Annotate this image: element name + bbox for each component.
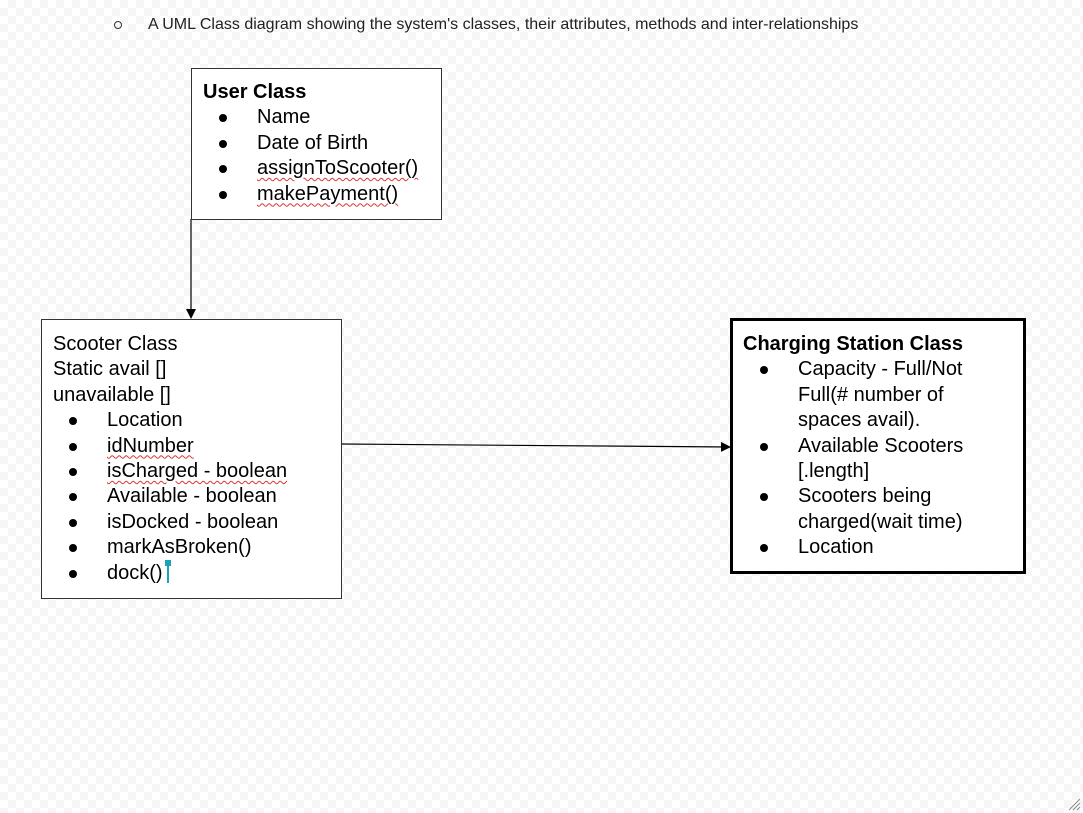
caption-text: A UML Class diagram showing the system's… — [148, 16, 859, 33]
bullet-icon — [69, 417, 77, 426]
scooter-unavailable: unavailable [] — [53, 383, 171, 406]
hollow-circle-icon — [114, 21, 122, 29]
bullet-icon — [219, 190, 227, 199]
bullet-icon — [760, 442, 768, 451]
bullet-icon — [219, 114, 227, 123]
resize-handle-icon[interactable] — [1067, 797, 1081, 811]
list-item: isCharged - boolean — [53, 459, 341, 484]
list-item: idNumber — [53, 434, 341, 459]
text-cursor-icon — [164, 559, 171, 583]
list-item: Available Scooters [.length] — [743, 434, 978, 485]
charging-station-title: Charging Station Class — [743, 333, 964, 355]
bullet-icon — [69, 468, 77, 477]
scooter-class-box[interactable]: Scooter Class Static avail [] unavailabl… — [41, 319, 342, 599]
list-item: Capacity - Full/Not Full(# number of spa… — [743, 357, 978, 433]
diagram-caption: A UML Class diagram showing the system's… — [112, 14, 858, 36]
bullet-icon — [760, 493, 768, 502]
bullet-icon — [219, 139, 227, 148]
list-item: Location — [53, 408, 341, 433]
bullet-icon — [760, 544, 768, 553]
list-item: assignToScooter() — [203, 156, 441, 181]
list-item: Scooters being charged(wait time) — [743, 484, 978, 535]
list-item: markAsBroken() — [53, 535, 341, 560]
list-item: Location — [743, 535, 978, 560]
bullet-icon — [69, 569, 77, 578]
list-item: makePayment() — [203, 182, 441, 207]
list-item: dock() — [53, 559, 341, 586]
list-item: Available - boolean — [53, 484, 341, 509]
bullet-icon — [69, 442, 77, 451]
user-class-title: User Class — [203, 81, 307, 103]
bullet-icon — [69, 518, 77, 527]
scooter-static-avail: Static avail [] — [53, 358, 167, 381]
bullet-icon — [219, 165, 227, 174]
bullet-icon — [69, 493, 77, 502]
user-class-box[interactable]: User Class Name Date of Birth assignToSc… — [191, 68, 442, 220]
charging-station-class-box[interactable]: Charging Station Class Capacity - Full/N… — [730, 318, 1026, 574]
charging-station-members: Capacity - Full/Not Full(# number of spa… — [743, 357, 975, 560]
list-item: isDocked - boolean — [53, 510, 341, 535]
bullet-icon — [69, 544, 77, 553]
list-item: Name — [203, 105, 441, 130]
scooter-class-members: Location idNumber isCharged - boolean Av… — [53, 408, 341, 586]
list-item: Date of Birth — [203, 131, 441, 156]
scooter-to-station-arrow — [340, 441, 731, 452]
scooter-class-title: Scooter Class — [53, 333, 178, 355]
user-class-members: Name Date of Birth assignToScooter() mak… — [203, 105, 441, 207]
bullet-icon — [760, 366, 768, 375]
